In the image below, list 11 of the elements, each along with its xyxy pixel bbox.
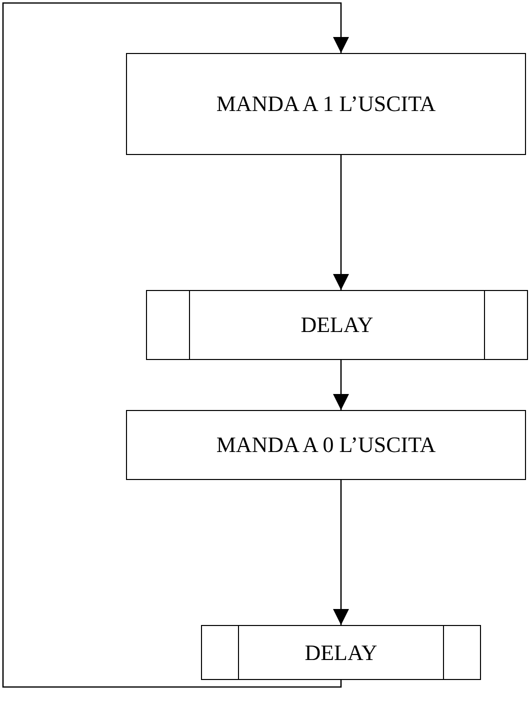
- arrow: [333, 360, 349, 410]
- subroutine-box: [201, 625, 481, 680]
- arrow: [333, 155, 349, 290]
- process-box: [126, 53, 526, 155]
- node-label: DELAY: [300, 311, 374, 339]
- arrow: [333, 480, 349, 625]
- process-box: [126, 410, 526, 480]
- node-label: DELAY: [304, 638, 378, 666]
- node-label: MANDA A 0 L’USCITA: [216, 431, 436, 459]
- subroutine-box: [146, 290, 528, 360]
- node-label: MANDA A 1 L’USCITA: [216, 90, 436, 118]
